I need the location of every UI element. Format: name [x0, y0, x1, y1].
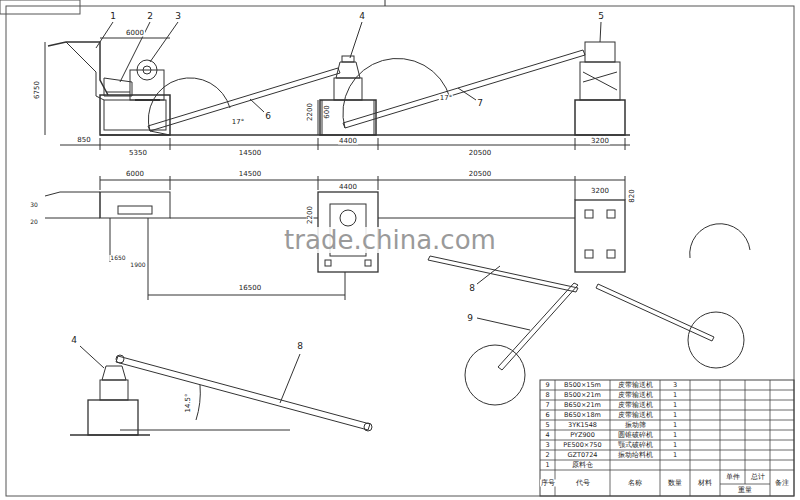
callout-number: 3: [174, 12, 182, 21]
table-cell: 皮带输送机: [617, 392, 654, 399]
table-cell: B500×21m: [563, 392, 602, 399]
table-cell: 1: [672, 442, 678, 449]
dimension: 20: [29, 219, 39, 225]
callout-number: 7: [476, 99, 484, 108]
table-header: 重量: [737, 487, 753, 494]
table-cell: 振动筛: [624, 422, 647, 429]
callout-number: 1: [109, 12, 117, 21]
dimension: 1650: [109, 255, 126, 261]
dimension: 30: [29, 202, 39, 208]
dimension: 6000: [125, 171, 145, 178]
dimension: 1900: [129, 262, 146, 268]
table-cell: 1: [672, 452, 678, 459]
dimension: 850: [76, 137, 91, 144]
table-cell: 原料仓: [571, 462, 594, 469]
table-cell: 皮带输送机: [617, 382, 654, 389]
dimension: 2200: [307, 102, 314, 122]
table-cell: 1: [672, 422, 678, 429]
table-cell: 3: [544, 442, 550, 449]
dimension: 16500: [238, 285, 262, 292]
table-cell: 1: [672, 402, 678, 409]
table-cell: GZT0724: [566, 452, 598, 459]
table-cell: 皮带输送机: [617, 412, 654, 419]
table-cell: 7: [544, 402, 550, 409]
dimension: 2200: [307, 205, 314, 225]
table-cell: 圆锥破碎机: [617, 432, 654, 439]
dimension: 820: [629, 188, 636, 203]
table-cell: 1: [672, 432, 678, 439]
table-cell: B500×15m: [563, 382, 602, 389]
dimension: 6750: [34, 80, 41, 100]
dimension: 20500: [468, 150, 492, 157]
table-cell: 3: [672, 382, 678, 389]
watermark: trade.china.com: [283, 227, 497, 253]
table-header: 代号: [575, 480, 591, 487]
table-cell: 3YK1548: [567, 422, 598, 429]
table-cell: 8: [544, 392, 550, 399]
table-cell: 9: [544, 382, 550, 389]
callout-number: 4: [70, 336, 78, 345]
table-cell: 6: [544, 412, 550, 419]
callout-number: 2: [146, 12, 154, 21]
angle-mark: 17°: [439, 95, 453, 102]
table-cell: PE500×750: [562, 442, 602, 449]
dimension: 600: [324, 104, 331, 119]
table-header: 备注: [774, 480, 790, 487]
callout-number: 8: [468, 284, 476, 293]
table-cell: 2: [544, 452, 550, 459]
table-header: 序号: [540, 480, 556, 487]
dimension: 14500: [238, 171, 262, 178]
table-cell: 1: [672, 412, 678, 419]
table-header: 名称: [627, 480, 643, 487]
table-cell: 5: [544, 422, 550, 429]
dimension: 4400: [338, 184, 358, 191]
callout-number: 8: [296, 342, 304, 351]
angle-mark: 14.5°: [185, 392, 192, 413]
table-cell: 1: [544, 462, 550, 469]
dimension: 4400: [338, 138, 358, 145]
table-cell: 1: [672, 392, 678, 399]
table-header: 数量: [667, 480, 683, 487]
table-cell: PYZ900: [569, 432, 596, 439]
angle-mark: 17°: [231, 119, 245, 126]
table-header: 总计: [750, 474, 766, 481]
table-header: 材料: [697, 480, 713, 487]
callout-number: 5: [597, 12, 605, 21]
callout-number: 9: [466, 314, 474, 323]
dimension: 5350: [128, 150, 148, 157]
table-header: 单件: [725, 474, 741, 481]
table-cell: 颚式破碎机: [617, 442, 654, 449]
table-cell: B650×21m: [563, 402, 602, 409]
callout-number: 6: [264, 112, 272, 121]
dimension: 3200: [590, 188, 610, 195]
dimension: 14500: [238, 150, 262, 157]
dimension: 6000: [125, 30, 145, 37]
callout-number: 4: [358, 12, 366, 21]
table-cell: B650×18m: [563, 412, 602, 419]
dimension: 3200: [590, 138, 610, 145]
table-cell: 皮带输送机: [617, 402, 654, 409]
dimension: 20500: [468, 171, 492, 178]
table-cell: 振动给料机: [617, 452, 654, 459]
table-cell: 4: [544, 432, 550, 439]
